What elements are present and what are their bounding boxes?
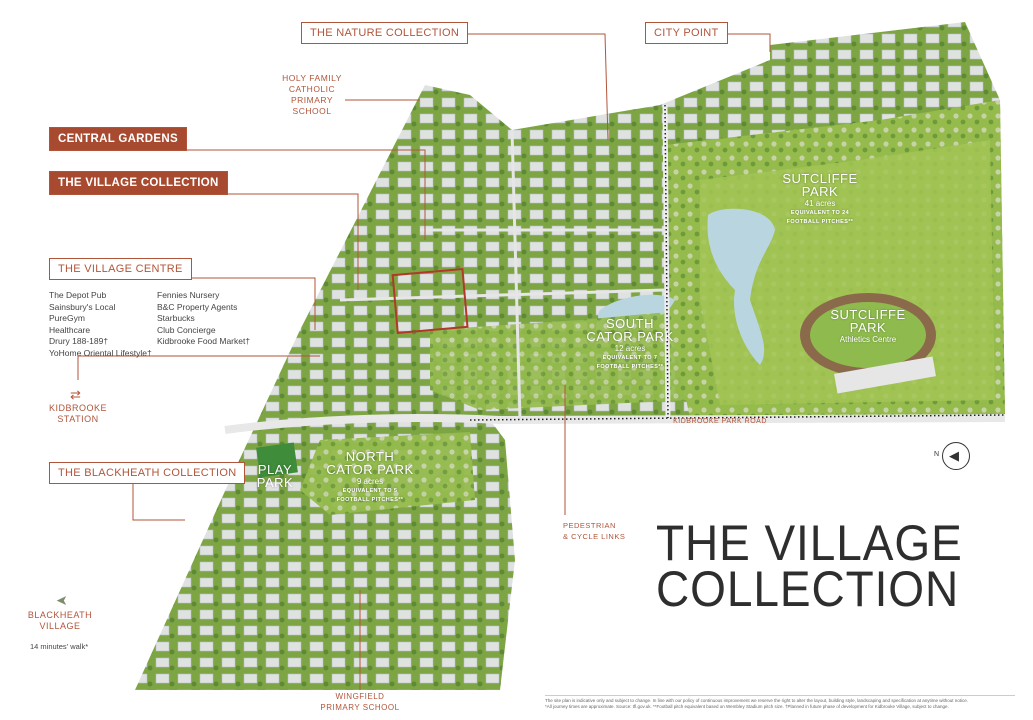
label-line: & CYCLE LINKS xyxy=(563,532,626,541)
sutcliffe-park-label: SUTCLIFFE PARK 41 acres EQUIVALENT TO 24… xyxy=(770,172,870,226)
central-gardens-highlight xyxy=(391,267,469,335)
label-line: WINGFIELD xyxy=(335,692,385,701)
park-equivalent: EQUIVALENT TO 7 xyxy=(602,355,658,361)
amenity: Club Concierge xyxy=(157,324,216,335)
park-name: CATOR PARK xyxy=(586,329,674,344)
park-equivalent: EQUIVALENT TO 24 xyxy=(790,210,850,216)
callout-village-collection[interactable]: THE VILLAGE COLLECTION xyxy=(49,171,228,195)
amenity: YoHome Oriental Lifestyle† xyxy=(49,347,152,358)
page-title: THE VILLAGE COLLECTION xyxy=(656,515,963,617)
label-line: HOLY FAMILY xyxy=(282,73,342,83)
park-equivalent: FOOTBALL PITCHES** xyxy=(596,364,664,370)
sutcliffe-lake xyxy=(707,208,775,365)
road xyxy=(662,104,671,421)
callout-central-gardens[interactable]: CENTRAL GARDENS xyxy=(49,127,187,151)
compass-icon: N ◀ xyxy=(934,442,970,470)
disclaimer-line: *All journey times are approximate. Sour… xyxy=(545,704,949,709)
amenity: Sainsbury's Local xyxy=(49,301,116,312)
callout-lines xyxy=(77,33,771,690)
pedestrian-links-label: PEDESTRIAN & CYCLE LINKS xyxy=(563,520,625,542)
disclaimer: The site plan is indicative only and sub… xyxy=(545,695,1015,710)
play-park-pitch xyxy=(256,442,298,478)
amenity: Fennies Nursery xyxy=(157,290,220,300)
disclaimer-line: The site plan is indicative only and sub… xyxy=(545,698,968,703)
kidbrooke-park-road-label: KIDBROOKE PARK ROAD xyxy=(673,418,767,425)
blackheath-village-label: BLACKHEATH VILLAGE xyxy=(20,610,100,632)
compass-north-label: N xyxy=(934,451,940,458)
amenity: The Depot Pub xyxy=(49,290,107,300)
park-equivalent: EQUIVALENT TO 5 xyxy=(342,488,398,494)
rail-icon: ⇄ xyxy=(70,387,81,402)
amenities-column-2: Fennies Nursery B&C Property Agents Star… xyxy=(157,290,250,348)
label-line: VILLAGE xyxy=(39,621,81,631)
athletics-building xyxy=(834,356,936,394)
park-subtitle: Athletics Centre xyxy=(839,335,897,344)
label-line: CATHOLIC xyxy=(288,84,336,94)
park-name: PARK xyxy=(256,475,294,490)
amenity: Drury 188-189† xyxy=(49,336,109,346)
title-line: THE VILLAGE xyxy=(656,515,963,571)
park-equivalent: FOOTBALL PITCHES** xyxy=(786,219,854,225)
park-acres: 12 acres xyxy=(614,344,646,353)
label-line: PEDESTRIAN xyxy=(563,521,616,530)
callout-village-centre[interactable]: THE VILLAGE CENTRE xyxy=(49,258,192,280)
park-name: PARK xyxy=(801,184,839,199)
park-name: SOUTH xyxy=(606,316,654,331)
label-line: KIDBROOKE xyxy=(48,403,107,413)
south-cator-park-label: SOUTH CATOR PARK 12 acres EQUIVALENT TO … xyxy=(585,317,675,371)
park-name: CATOR PARK xyxy=(326,462,414,477)
boundary-dots xyxy=(469,104,1006,421)
blackheath-walk-time: 14 minutes' walk* xyxy=(30,642,89,651)
callout-blackheath-collection[interactable]: THE BLACKHEATH COLLECTION xyxy=(49,462,246,484)
amenities-column-1: The Depot Pub Sainsbury's Local PureGym … xyxy=(49,290,152,359)
kidbrooke-station-label: KIDBROOKE STATION xyxy=(40,403,116,425)
park-acres: 41 acres xyxy=(804,199,836,208)
amenity: PureGym xyxy=(49,313,85,323)
wingfield-school-label: WINGFIELD PRIMARY SCHOOL xyxy=(320,691,400,713)
park-name: SUTCLIFFE xyxy=(782,171,858,186)
label-line: PRIMARY SCHOOL xyxy=(320,703,400,712)
north-cator-park-area xyxy=(300,432,475,515)
callout-city-point[interactable]: CITY POINT xyxy=(645,22,728,44)
park-acres: 9 acres xyxy=(356,477,384,486)
park-name: PARK xyxy=(849,320,887,335)
label-line: PRIMARY SCHOOL xyxy=(290,95,334,116)
park-name: PLAY xyxy=(257,462,293,477)
park-equivalent: FOOTBALL PITCHES** xyxy=(336,497,404,503)
label-line: BLACKHEATH xyxy=(27,610,93,620)
park-name: NORTH xyxy=(345,449,395,464)
athletics-field xyxy=(810,302,926,368)
park-name: SUTCLIFFE xyxy=(830,307,906,322)
holy-family-school-label: HOLY FAMILY CATHOLIC PRIMARY SCHOOL xyxy=(272,73,352,117)
play-park-label: PLAY PARK xyxy=(255,463,295,489)
amenity: B&C Property Agents xyxy=(157,301,238,312)
arrow-left-icon: ➤ xyxy=(56,592,68,608)
south-cator-park-area xyxy=(430,310,690,410)
amenity: Kidbrooke Food Market† xyxy=(157,336,251,346)
amenity: Starbucks xyxy=(157,313,195,323)
label-line: STATION xyxy=(57,414,99,424)
title-line: COLLECTION xyxy=(656,561,960,617)
athletics-centre-label: SUTCLIFFE PARK Athletics Centre xyxy=(818,308,918,344)
north-cator-park-label: NORTH CATOR PARK 9 acres EQUIVALENT TO 5… xyxy=(325,450,415,504)
railway xyxy=(224,414,1006,434)
amenity: Healthcare xyxy=(49,324,91,335)
compass-arrow-icon: ◀ xyxy=(949,448,959,463)
callout-nature-collection[interactable]: THE NATURE COLLECTION xyxy=(301,22,469,44)
